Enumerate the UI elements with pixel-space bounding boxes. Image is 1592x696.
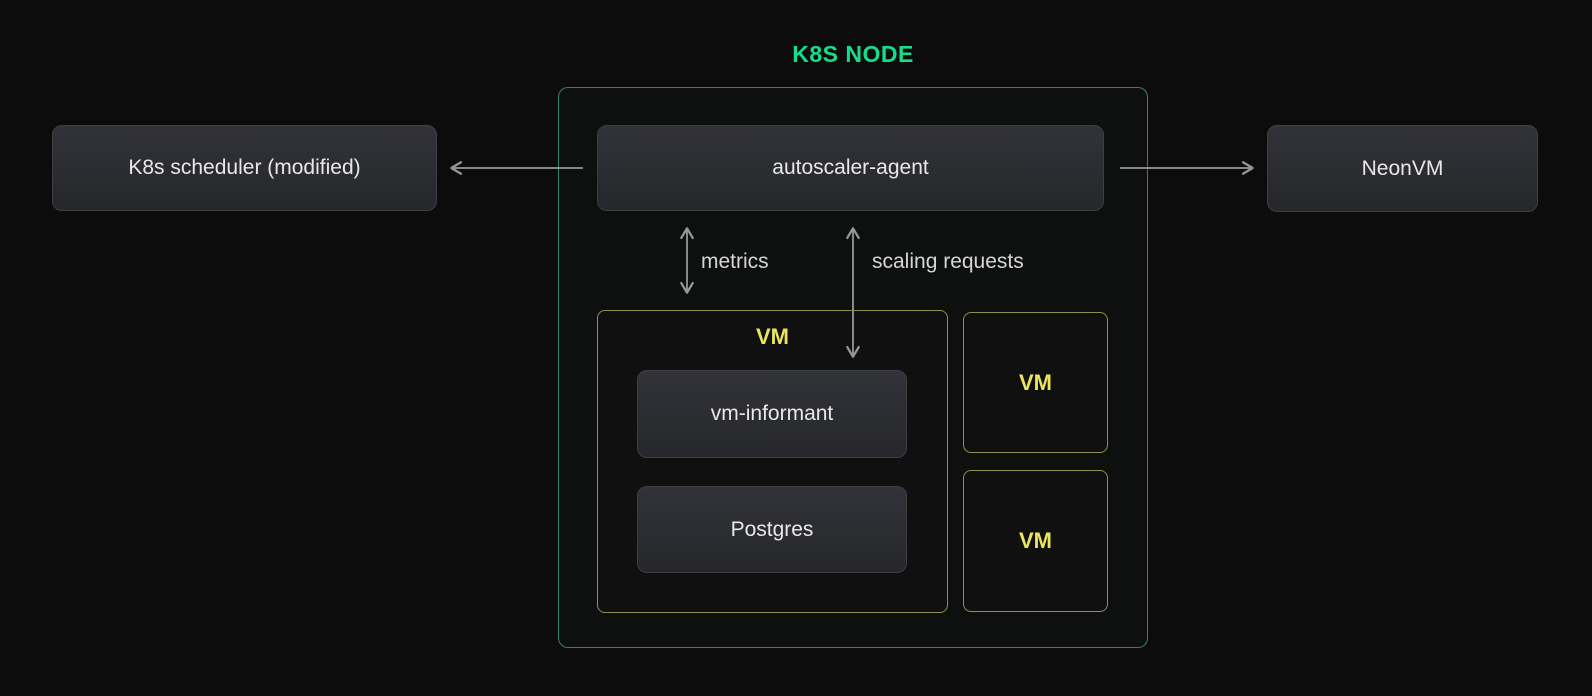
k8s-node-title: K8S NODE [792,41,914,67]
vm-box-small-1-label: VM [1019,369,1052,395]
node-k8s-scheduler: K8s scheduler (modified) [52,125,437,211]
node-postgres: Postgres [637,486,907,573]
edge-label-metrics: metrics [701,250,769,273]
node-vm-informant: vm-informant [637,370,907,458]
vm-box-small-1: VM [963,312,1108,453]
node-autoscaler-agent: autoscaler-agent [597,125,1104,211]
node-postgres-label: Postgres [730,517,814,541]
node-neonvm: NeonVM [1267,125,1538,212]
vm-group-main-title: VM [756,324,789,349]
vm-box-small-2: VM [963,470,1108,612]
node-vm-informant-label: vm-informant [710,402,834,425]
node-k8s-scheduler-label: K8s scheduler (modified) [128,156,361,179]
edge-label-scaling-requests: scaling requests [872,250,1024,273]
vm-box-small-2-label: VM [1019,528,1052,553]
node-neonvm-label: NeonVM [1361,156,1444,180]
node-autoscaler-agent-label: autoscaler-agent [772,156,929,179]
